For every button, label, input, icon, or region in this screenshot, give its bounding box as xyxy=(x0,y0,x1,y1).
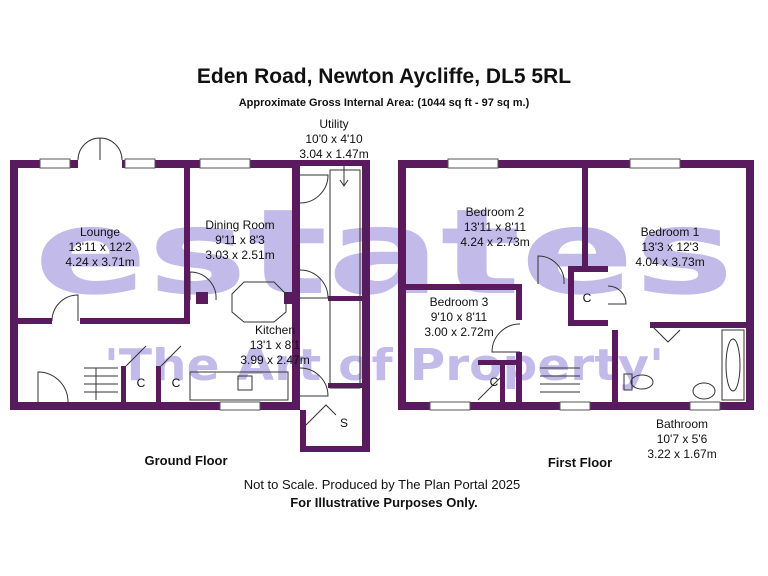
lounge-imperial: 13'11 x 12'2 xyxy=(68,240,131,254)
bedroom-3-name: Bedroom 3 xyxy=(430,295,489,309)
watermark-tagline: 'The Art of Property' xyxy=(104,340,664,391)
kitchen-metric: 3.99 x 2.47m xyxy=(240,353,309,367)
bedroom-2-metric: 4.24 x 2.73m xyxy=(460,235,529,249)
kitchen-imperial: 13'1 x 8'1 xyxy=(250,338,301,352)
scale-note: Not to Scale. Produced by The Plan Porta… xyxy=(244,477,521,492)
ground-cupboard-1-label: C xyxy=(137,376,146,390)
ground-floor-plan xyxy=(10,137,370,452)
bedroom-1-metric: 4.04 x 3.73m xyxy=(635,255,704,269)
bedroom-3-imperial: 9'10 x 8'11 xyxy=(431,310,488,324)
dining-room-metric: 3.03 x 2.51m xyxy=(205,248,274,262)
dining-room-imperial: 9'11 x 8'3 xyxy=(215,233,265,247)
first-cupboard-1-label: C xyxy=(583,291,592,305)
ground-floor-label: Ground Floor xyxy=(144,453,227,468)
dining-room-name: Dining Room xyxy=(205,218,274,232)
plan-area: Approximate Gross Internal Area: (1044 s… xyxy=(239,97,530,109)
plan-title: Eden Road, Newton Aycliffe, DL5 5RL xyxy=(197,65,571,88)
first-floor-plan xyxy=(398,158,754,411)
lounge-name: Lounge xyxy=(80,225,120,239)
lounge-metric: 4.24 x 3.71m xyxy=(65,255,134,269)
store-label: S xyxy=(340,416,348,430)
bathroom-imperial: 10'7 x 5'6 xyxy=(657,432,708,446)
ground-cupboard-2-label: C xyxy=(172,376,181,390)
first-cupboard-2-label: C xyxy=(490,375,499,389)
bedroom-2-imperial: 13'11 x 8'11 xyxy=(464,220,527,234)
watermark-brand: estates xyxy=(34,183,734,321)
bathroom-metric: 3.22 x 1.67m xyxy=(647,447,716,461)
bathroom-name: Bathroom xyxy=(656,417,708,431)
utility-name: Utility xyxy=(319,117,348,131)
utility-imperial: 10'0 x 4'10 xyxy=(305,132,363,146)
bedroom-3-metric: 3.00 x 2.72m xyxy=(424,325,493,339)
kitchen-name: Kitchen xyxy=(255,323,295,337)
bedroom-1-imperial: 13'3 x 12'3 xyxy=(641,240,699,254)
disclaimer: For Illustrative Purposes Only. xyxy=(290,495,478,510)
bedroom-2-name: Bedroom 2 xyxy=(466,205,525,219)
bedroom-1-name: Bedroom 1 xyxy=(641,225,700,239)
first-floor-label: First Floor xyxy=(548,455,612,470)
utility-metric: 3.04 x 1.47m xyxy=(299,147,368,161)
